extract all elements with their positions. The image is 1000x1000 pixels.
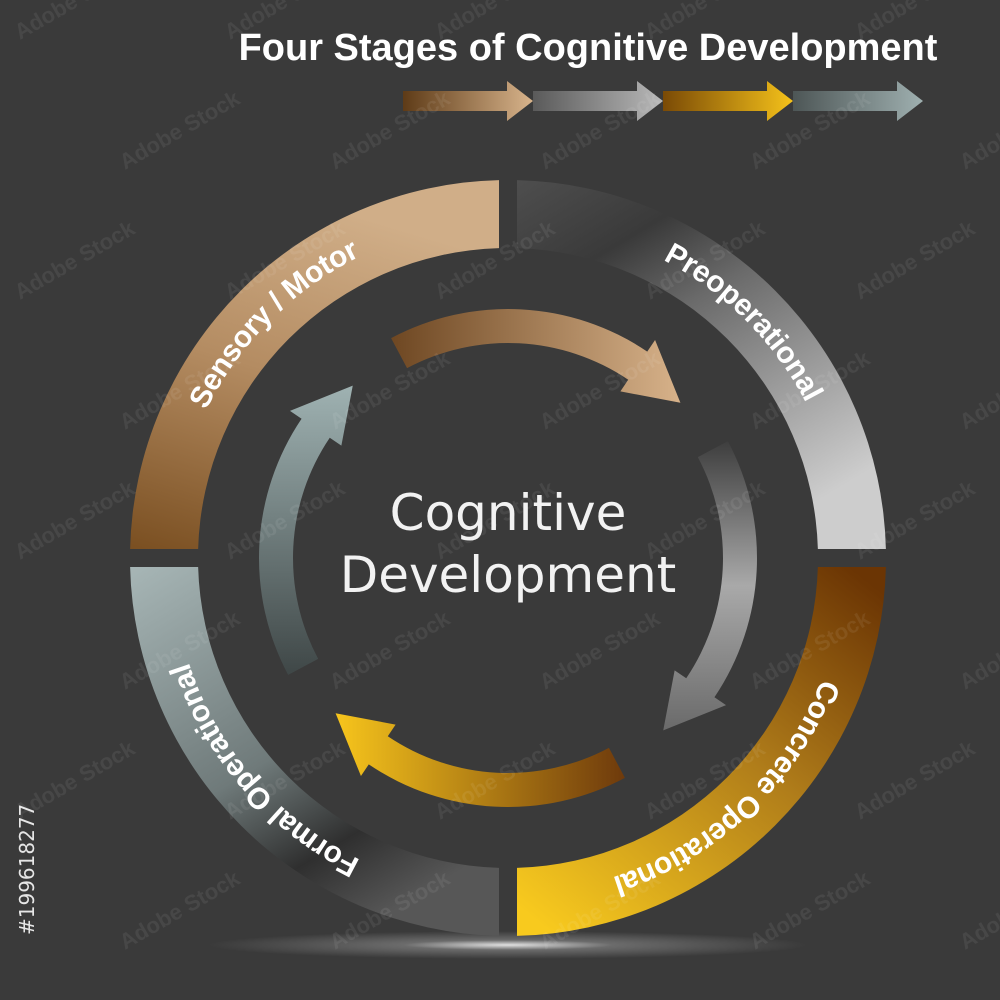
watermark-text: Adobe Stock xyxy=(325,605,455,694)
watermark-text: Adobe Stock xyxy=(955,605,1000,694)
watermark-text: Adobe Stock xyxy=(10,215,140,304)
center-title-line2: Development xyxy=(340,546,677,604)
cycle-arrow-preop-to-concrete xyxy=(663,441,757,731)
watermark-text: Adobe Stock xyxy=(745,865,875,954)
watermark-text: Adobe Stock xyxy=(955,345,1000,434)
cycle-arrow-concrete-to-formal xyxy=(335,713,625,807)
watermark-text: Adobe Stock xyxy=(10,475,140,564)
watermark-text: Adobe Stock xyxy=(535,605,665,694)
center-title-line1: Cognitive xyxy=(390,484,627,542)
floor-glow xyxy=(208,931,808,959)
cycle-arrow-sensory-to-preop xyxy=(391,309,681,403)
header-arrows xyxy=(403,81,923,121)
header-arrow-formal xyxy=(793,81,923,121)
watermark-text: Adobe Stock xyxy=(10,735,140,824)
ring-segment-formal-operational xyxy=(130,567,499,936)
ring-segment-sensory-motor xyxy=(130,180,499,549)
watermark-text: Adobe Stock xyxy=(325,85,455,174)
stage-ring xyxy=(130,180,886,936)
ring-segment-preoperational xyxy=(517,180,886,549)
ring-segment-concrete-operational xyxy=(517,567,886,936)
watermark-text: Adobe Stock xyxy=(115,85,245,174)
stock-id: #199618277 xyxy=(15,804,39,935)
watermark-text: Adobe Stock xyxy=(955,865,1000,954)
header-arrow-preop xyxy=(533,81,663,121)
watermark-text: Adobe Stock xyxy=(850,215,980,304)
header-arrow-concrete xyxy=(663,81,793,121)
watermark-text: Adobe Stock xyxy=(850,735,980,824)
header-arrow-sensory xyxy=(403,81,533,121)
watermark-text: Adobe Stock xyxy=(10,0,140,44)
inner-cycle-arrows xyxy=(258,309,757,807)
cycle-arrow-formal-to-sensory xyxy=(258,385,353,675)
watermark-text: Adobe Stock xyxy=(955,85,1000,174)
diagram-title: Four Stages of Cognitive Development xyxy=(239,27,938,69)
